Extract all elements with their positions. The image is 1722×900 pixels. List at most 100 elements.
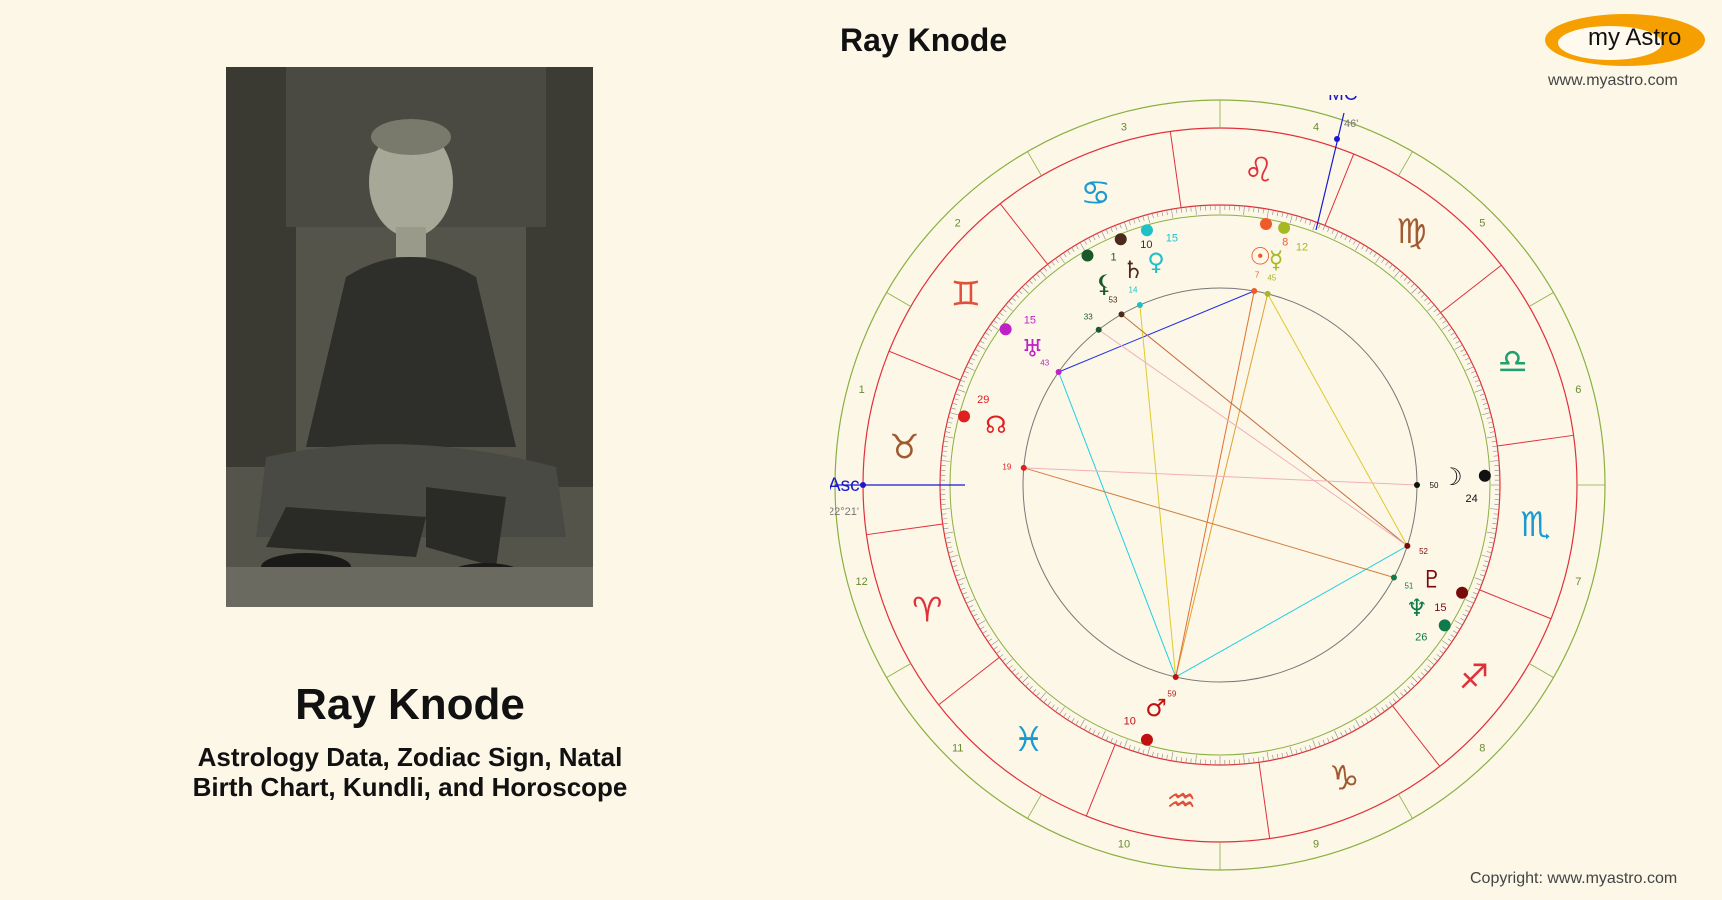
planet-inner-dot-sun bbox=[1251, 287, 1258, 294]
degree-tick bbox=[1123, 739, 1128, 749]
degree-tick bbox=[1474, 577, 1484, 582]
degree-tick bbox=[1253, 757, 1255, 763]
degree-tick bbox=[1473, 592, 1478, 595]
degree-tick bbox=[1051, 261, 1055, 266]
degree-tick bbox=[1447, 638, 1453, 642]
degree-tick bbox=[1484, 560, 1490, 563]
degree-tick bbox=[1075, 720, 1079, 726]
degree-tick bbox=[1185, 207, 1187, 213]
degree-tick bbox=[1166, 754, 1168, 760]
planet-minutes-sun: 7 bbox=[1255, 270, 1260, 279]
degree-tick bbox=[1369, 250, 1373, 255]
sign-boundary bbox=[1085, 744, 1116, 817]
degree-tick bbox=[1424, 668, 1429, 673]
degree-tick bbox=[1161, 753, 1164, 759]
degree-tick bbox=[950, 407, 956, 410]
degree-tick bbox=[1460, 618, 1466, 622]
site-url[interactable]: www.myastro.com bbox=[1548, 72, 1678, 89]
degree-tick bbox=[1492, 518, 1498, 520]
degree-tick bbox=[1047, 701, 1051, 706]
degree-tick bbox=[1420, 672, 1425, 677]
planet-glyph-saturn: ♄ bbox=[1122, 256, 1144, 284]
myastro-logo[interactable] bbox=[1540, 10, 1710, 70]
degree-tick bbox=[1348, 727, 1352, 733]
degree-tick bbox=[1101, 730, 1106, 739]
degree-tick bbox=[1481, 398, 1487, 401]
aspect-line bbox=[1023, 467, 1418, 486]
degree-tick bbox=[1482, 402, 1488, 405]
degree-tick bbox=[964, 596, 969, 600]
degree-tick bbox=[1114, 225, 1118, 231]
planet-minutes-saturn: 53 bbox=[1109, 296, 1118, 305]
planet-minutes-moon: 50 bbox=[1430, 481, 1439, 490]
degree-tick bbox=[1133, 746, 1136, 752]
degree-tick bbox=[1479, 393, 1485, 396]
logo-text[interactable]: my Astro bbox=[1588, 24, 1681, 52]
degree-tick bbox=[956, 388, 966, 393]
planet-inner-dot-node bbox=[1020, 464, 1027, 471]
planet-inner-dot-mercury bbox=[1264, 290, 1271, 297]
degree-tick bbox=[1389, 701, 1393, 706]
house-cusp bbox=[1398, 151, 1413, 177]
degree-tick bbox=[942, 450, 948, 452]
degree-tick bbox=[1248, 758, 1250, 764]
degree-tick bbox=[1281, 752, 1284, 758]
degree-tick bbox=[1036, 692, 1040, 697]
degree-tick bbox=[1036, 273, 1040, 278]
degree-tick bbox=[1243, 206, 1245, 216]
degree-tick bbox=[1486, 531, 1496, 534]
degree-tick bbox=[966, 366, 975, 371]
degree-tick bbox=[1385, 704, 1389, 709]
degree-tick bbox=[1331, 736, 1335, 741]
degree-tick bbox=[1453, 630, 1458, 634]
degree-tick bbox=[1032, 689, 1037, 694]
house-cusp bbox=[1398, 793, 1413, 819]
degree-tick bbox=[1450, 332, 1455, 336]
degree-tick bbox=[1005, 304, 1013, 312]
degree-tick bbox=[1486, 551, 1492, 554]
aspect-lines bbox=[1023, 290, 1418, 678]
house-number: 10 bbox=[1118, 838, 1130, 850]
degree-tick bbox=[1467, 361, 1472, 365]
house-number: 7 bbox=[1575, 576, 1581, 588]
degree-tick bbox=[1453, 336, 1458, 340]
degree-tick bbox=[1493, 513, 1499, 515]
aspect-line bbox=[1175, 290, 1255, 678]
degree-tick bbox=[1055, 258, 1059, 263]
sign-glyph-scorpio: ♏ bbox=[1520, 505, 1550, 545]
degree-tick bbox=[1289, 214, 1293, 224]
degree-tick bbox=[1047, 264, 1051, 269]
degree-tick bbox=[1493, 455, 1499, 457]
degree-tick bbox=[1318, 741, 1321, 747]
degree-tick bbox=[1175, 756, 1178, 762]
degree-tick bbox=[1262, 756, 1265, 762]
degree-tick bbox=[1151, 751, 1154, 757]
sign-boundary bbox=[1258, 762, 1271, 839]
degree-tick bbox=[1353, 725, 1357, 731]
degree-tick bbox=[1491, 440, 1497, 443]
house-number: 5 bbox=[1479, 218, 1485, 230]
degree-tick bbox=[1295, 215, 1298, 221]
planet-glyph-lilith: ⚸ bbox=[1095, 270, 1113, 298]
degree-tick bbox=[1055, 707, 1059, 712]
planet-degree-node: 29 bbox=[977, 394, 989, 406]
degree-tick bbox=[977, 620, 986, 626]
degree-tick bbox=[1331, 229, 1335, 234]
degree-tick bbox=[1253, 207, 1255, 213]
degree-tick bbox=[1272, 210, 1274, 216]
degree-tick bbox=[1392, 698, 1397, 703]
house-number: 6 bbox=[1575, 384, 1581, 396]
degree-tick bbox=[1312, 221, 1317, 231]
degree-tick bbox=[985, 634, 990, 638]
degree-tick bbox=[952, 565, 958, 568]
degree-tick bbox=[1059, 255, 1065, 264]
planet-degree-uranus: 15 bbox=[1024, 315, 1036, 327]
degree-tick bbox=[1123, 221, 1128, 231]
sign-glyph-pisces: ♓ bbox=[1013, 720, 1043, 760]
degree-tick bbox=[960, 379, 966, 383]
degree-tick bbox=[1025, 682, 1030, 687]
degree-tick bbox=[974, 348, 980, 352]
degree-tick bbox=[1137, 747, 1140, 753]
planet-dot-mercury bbox=[1278, 221, 1291, 234]
